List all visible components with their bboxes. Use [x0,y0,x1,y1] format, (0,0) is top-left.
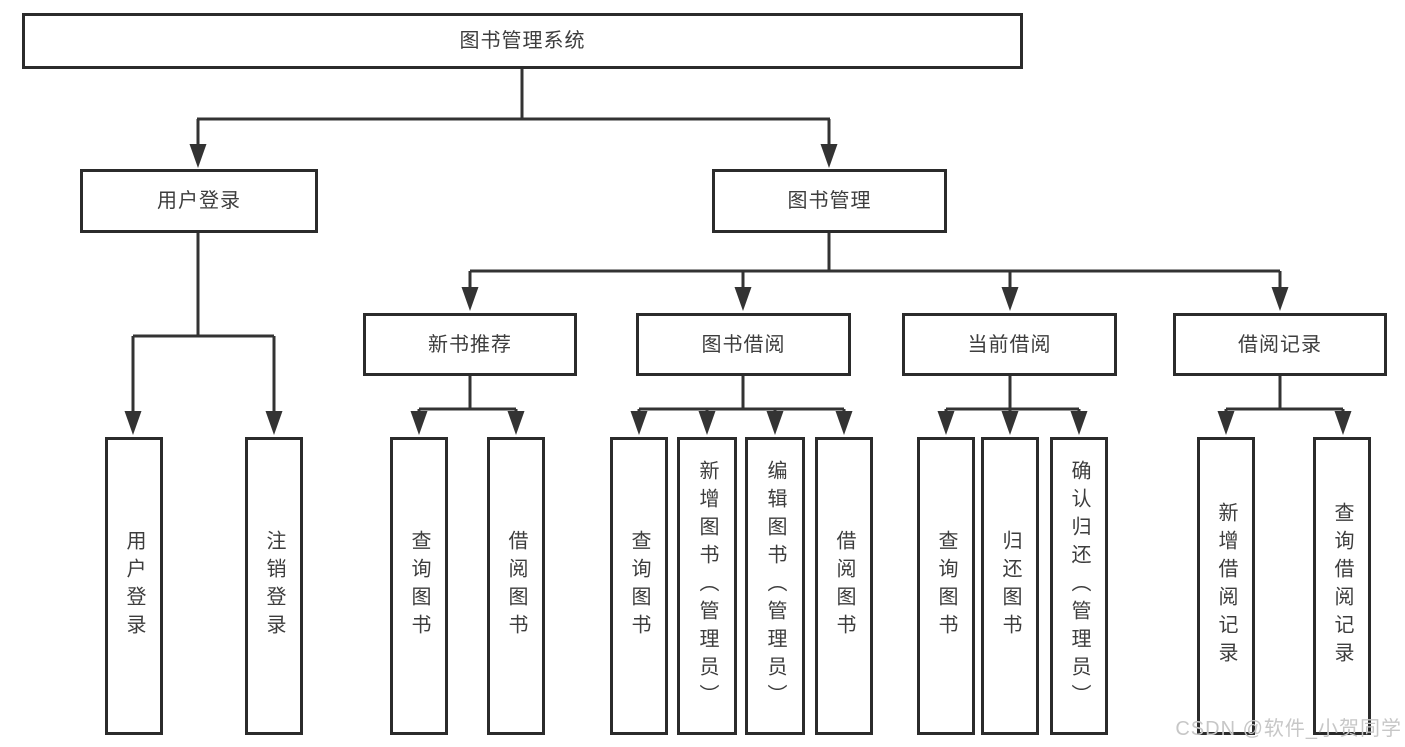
arrowhead-down-icon [461,287,479,311]
leaf-add-borrow-record: 新增借阅记录 [1197,437,1255,735]
node-book-borrowing: 图书借阅 [636,313,851,376]
arrowhead-down-icon [820,144,838,168]
arrowhead-down-icon [937,411,955,435]
arrowhead-down-icon [1334,411,1352,435]
arrowhead-down-icon [698,411,716,435]
arrowhead-down-icon [1271,287,1289,311]
node-user-login-branch: 用户登录 [80,169,318,233]
node-new-book-recommendation: 新书推荐 [363,313,577,376]
arrowhead-down-icon [265,411,283,435]
arrowhead-down-icon [410,411,428,435]
arrowhead-down-icon [1001,287,1019,311]
node-borrowing-records: 借阅记录 [1173,313,1387,376]
leaf-edit-books-admin: 编辑图书（管理员） [745,437,805,735]
leaf-query-books-borrow: 查询图书 [610,437,668,735]
leaf-logout: 注销登录 [245,437,303,735]
arrowhead-down-icon [766,411,784,435]
arrowhead-down-icon [630,411,648,435]
node-library-management-system: 图书管理系统 [22,13,1023,69]
leaf-add-books-admin: 新增图书（管理员） [677,437,737,735]
leaf-return-books: 归还图书 [981,437,1039,735]
arrowhead-down-icon [1001,411,1019,435]
csdn-watermark: CSDN @软件_小贺同学 [1175,718,1402,740]
arrowhead-down-icon [1217,411,1235,435]
leaf-confirm-return-admin: 确认归还（管理员） [1050,437,1108,735]
leaf-user-login: 用户登录 [105,437,163,735]
arrowhead-down-icon [124,411,142,435]
arrowhead-down-icon [734,287,752,311]
arrowhead-down-icon [835,411,853,435]
arrowhead-down-icon [189,144,207,168]
arrowhead-down-icon [507,411,525,435]
leaf-query-borrow-record: 查询借阅记录 [1313,437,1371,735]
leaf-query-books-current: 查询图书 [917,437,975,735]
leaf-borrow-books: 借阅图书 [815,437,873,735]
arrowhead-down-icon [1070,411,1088,435]
node-current-borrowing: 当前借阅 [902,313,1117,376]
node-book-management-branch: 图书管理 [712,169,947,233]
leaf-borrow-books-recommend: 借阅图书 [487,437,545,735]
leaf-query-books-recommend: 查询图书 [390,437,448,735]
